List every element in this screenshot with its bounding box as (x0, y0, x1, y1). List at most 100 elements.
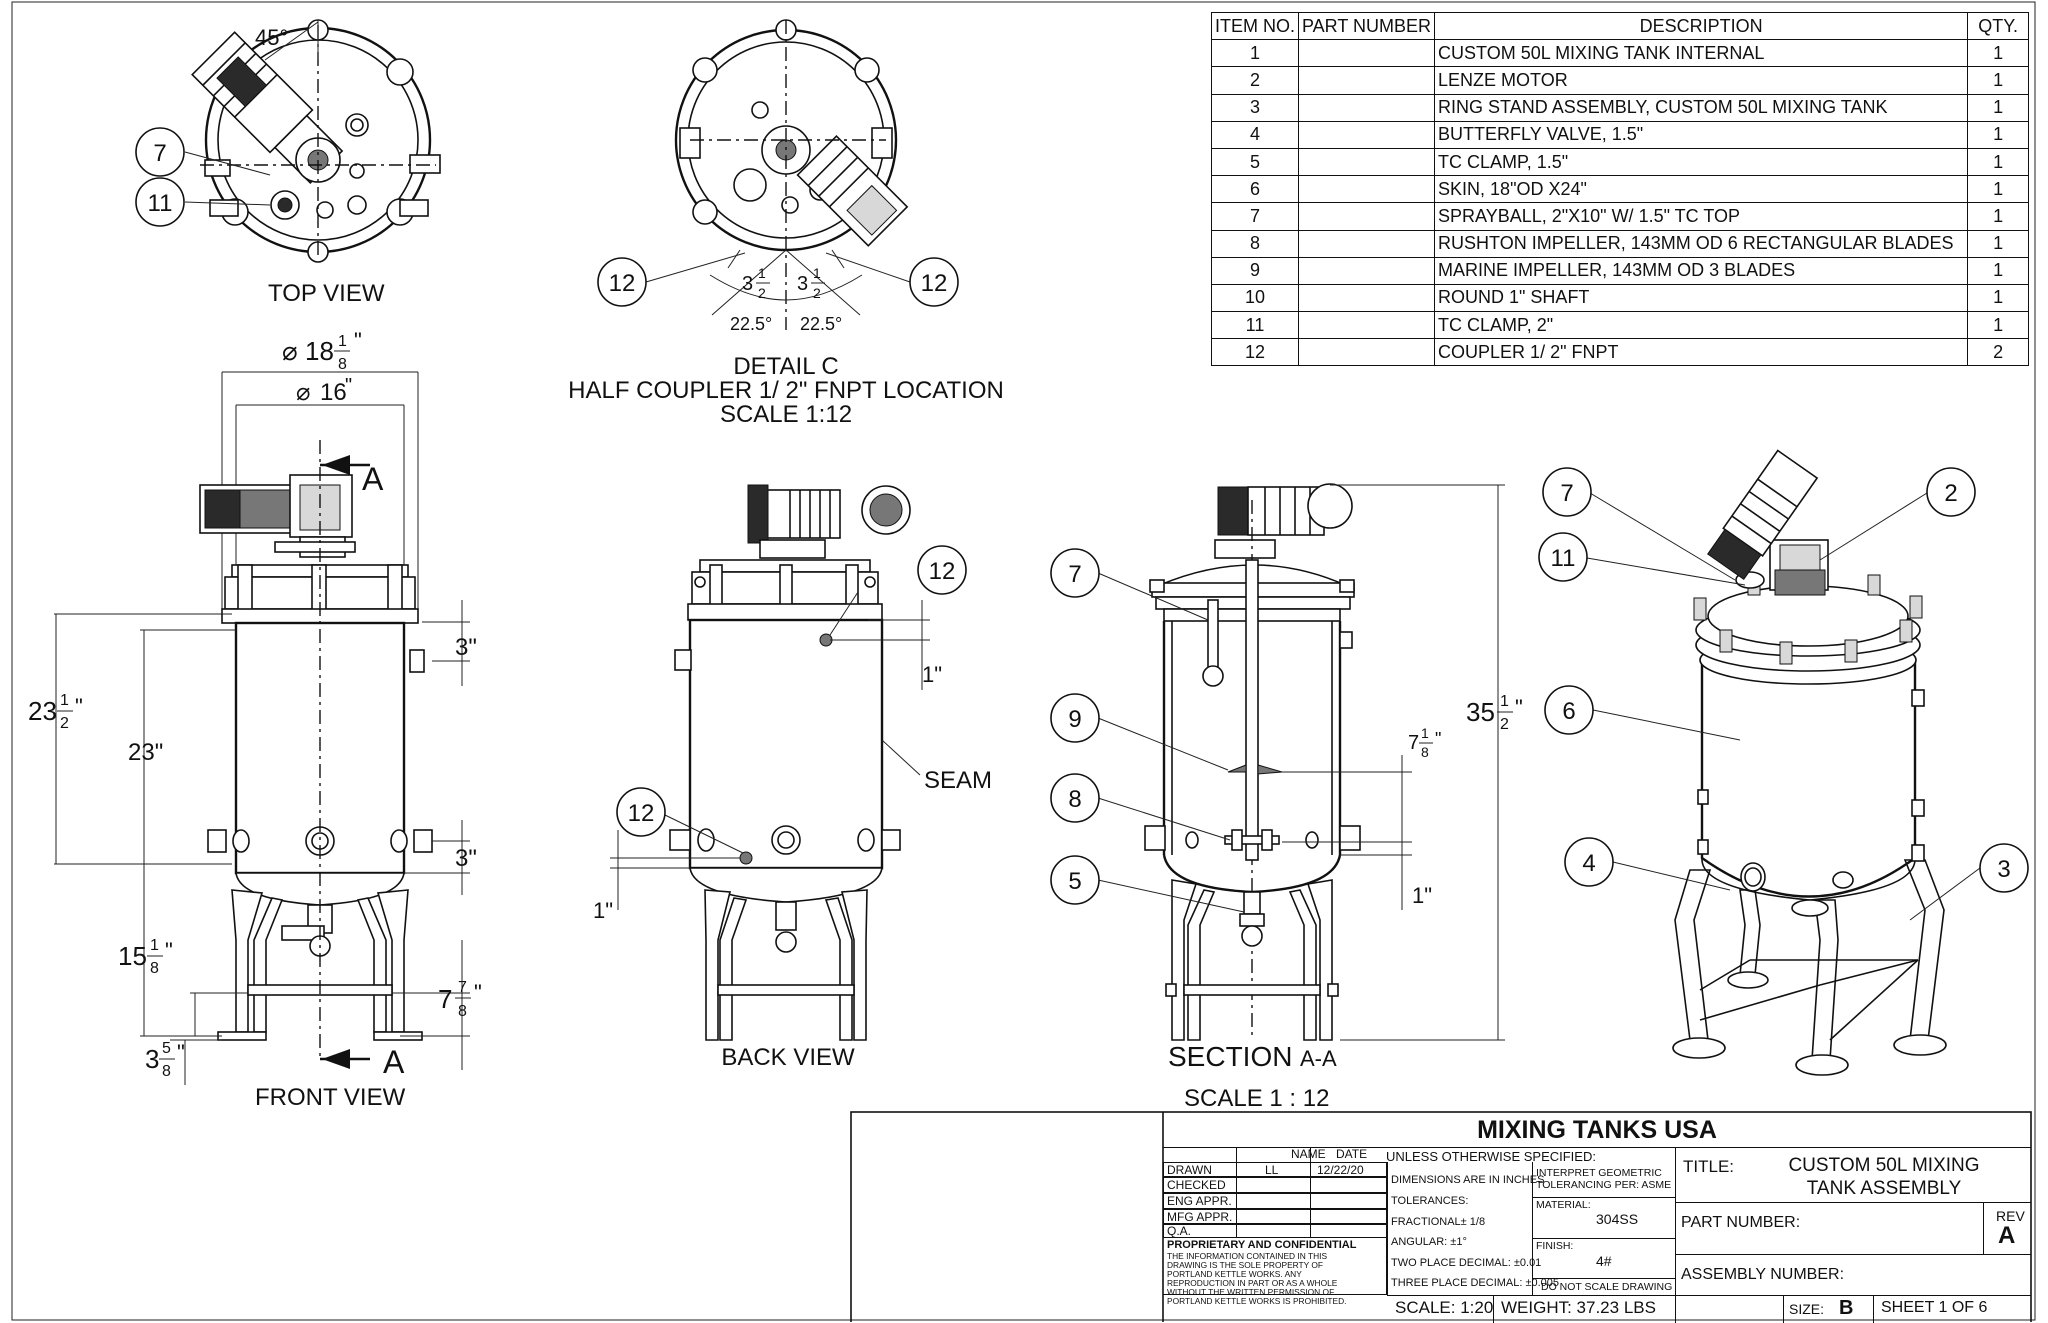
svg-text:2: 2 (758, 285, 766, 301)
detail-c-title: DETAIL C (733, 353, 838, 380)
callout-3-iso: 3 (1979, 843, 2029, 893)
svg-text:8: 8 (150, 960, 159, 977)
bom-part (1297, 338, 1436, 367)
dim-shell-height: 23" (128, 739, 163, 766)
svg-text:7: 7 (1408, 732, 1419, 754)
tb-row-mfg: MFG APPR. (1167, 1210, 1233, 1224)
section-label-suffix: A-A (1300, 1046, 1337, 1071)
svg-text:5: 5 (162, 1040, 171, 1057)
tb-header-date: DATE (1336, 1147, 1368, 1161)
tb-no-scale: DO NOT SCALE DRAWING (1541, 1281, 1673, 1293)
bom-item: 11 (1211, 311, 1299, 340)
bom-item: 6 (1211, 175, 1299, 204)
callout-12-detail-right: 12 (909, 257, 959, 307)
svg-text:8: 8 (458, 1003, 467, 1020)
svg-text:7: 7 (1560, 480, 1573, 507)
svg-text:7: 7 (1068, 561, 1081, 588)
dim-section-1in: 1" (1412, 883, 1432, 908)
dim-port-bottom: 3" (455, 845, 477, 872)
tb-row-checked: CHECKED (1167, 1178, 1226, 1192)
sheet-border (11, 1, 2036, 1321)
svg-text:2: 2 (1500, 716, 1509, 733)
bom-qty: 1 (1967, 311, 2029, 340)
svg-text:11: 11 (148, 190, 173, 217)
bom-qty: 2 (1967, 338, 2029, 367)
bom-item: 7 (1211, 202, 1299, 231)
bom-qty: 1 (1967, 39, 2029, 68)
bom-part (1297, 283, 1436, 313)
dim-port-top: 3" (455, 634, 477, 661)
svg-text:1: 1 (338, 333, 347, 350)
svg-text:8: 8 (338, 356, 347, 373)
title-block-frame (850, 1111, 2032, 1322)
tb-spec-frac: FRACTIONAL± 1/8 (1391, 1216, 1486, 1228)
callout-6-iso: 6 (1544, 685, 1594, 735)
svg-text:3: 3 (797, 273, 808, 295)
svg-text:16: 16 (320, 379, 347, 406)
svg-text:6: 6 (1562, 698, 1575, 725)
dim-overall-height: 35 1 2 " (1466, 693, 1523, 733)
svg-text:": " (354, 328, 362, 353)
tb-unless: UNLESS OTHERWISE SPECIFIED: (1386, 1149, 1596, 1164)
bom-part (1297, 229, 1436, 258)
callout-8-section: 8 (1050, 773, 1100, 823)
tb-drawn-date: 12/22/20 (1317, 1163, 1364, 1177)
svg-text:4: 4 (1582, 850, 1595, 877)
bom-qty: 1 (1967, 202, 2029, 231)
tb-material-label: MATERIAL: (1536, 1199, 1591, 1211)
iso-view (1586, 449, 1981, 1076)
bom-qty: 1 (1967, 93, 2029, 122)
detail-c-subtitle: HALF COUPLER 1/ 2" FNPT LOCATION (568, 377, 1004, 404)
tb-row-drawn: DRAWN (1167, 1163, 1212, 1177)
svg-text:12: 12 (609, 270, 636, 297)
company-name: MIXING TANKS USA (1477, 1116, 1717, 1144)
front-view-label: FRONT VIEW (255, 1084, 406, 1111)
tb-size-label: SIZE: (1789, 1301, 1825, 1317)
seam-label: SEAM (924, 767, 992, 794)
dim-od-outer: ⌀ 18 1 8 " (282, 328, 362, 373)
tb-assembly-label: ASSEMBLY NUMBER: (1681, 1266, 1845, 1283)
tb-proprietary-title: PROPRIETARY AND CONFIDENTIAL (1167, 1239, 1357, 1251)
bom-item: 10 (1211, 283, 1299, 313)
tb-drawn-name: LL (1265, 1163, 1279, 1177)
bom-desc: SKIN, 18"OD X24" (1434, 175, 1969, 204)
svg-text:12: 12 (628, 800, 655, 827)
bom-item: 8 (1211, 229, 1299, 258)
bom-qty: 1 (1967, 229, 2029, 258)
detail-angle-right: 22.5° (800, 314, 842, 334)
svg-text:15: 15 (118, 941, 147, 971)
top-view-label: TOP VIEW (268, 280, 385, 307)
svg-text:2: 2 (1944, 480, 1957, 507)
bom-qty: 1 (1967, 283, 2029, 313)
tb-finish-label: FINISH: (1536, 1240, 1574, 1252)
bom-item: 1 (1211, 39, 1299, 68)
tb-row-eng: ENG APPR. (1167, 1194, 1232, 1208)
tb-finish: 4# (1596, 1253, 1612, 1269)
bom-header-item: ITEM NO. (1211, 11, 1299, 41)
back-view: SEAM 1" 1" BACK VIEW (593, 484, 992, 1071)
callout-4-iso: 4 (1564, 837, 1614, 887)
svg-text:": " (75, 694, 83, 719)
svg-text:23: 23 (28, 696, 57, 726)
section-view: 7 1 8 " 1" 35 1 2 " SECTION A-A SCALE 1 … (1097, 483, 1523, 1112)
svg-text:1: 1 (813, 265, 821, 281)
tb-spec-tol: TOLERANCES: (1391, 1195, 1469, 1207)
bom-desc: SPRAYBALL, 2"X10" W/ 1.5" TC TOP (1434, 202, 1969, 231)
tb-part-number-label: PART NUMBER: (1681, 1214, 1801, 1231)
svg-text:": " (1515, 695, 1523, 720)
bom-part (1297, 66, 1436, 95)
front-view: ⌀ 18 1 8 " ⌀ 16 " (28, 328, 482, 1111)
bom-part (1297, 39, 1436, 68)
svg-text:2: 2 (813, 285, 821, 301)
section-arrow-top: A (362, 461, 384, 497)
top-view-angle: 45° (255, 25, 288, 50)
tb-spec-angular: ANGULAR: ±1° (1391, 1236, 1467, 1248)
svg-text:": " (165, 938, 173, 963)
